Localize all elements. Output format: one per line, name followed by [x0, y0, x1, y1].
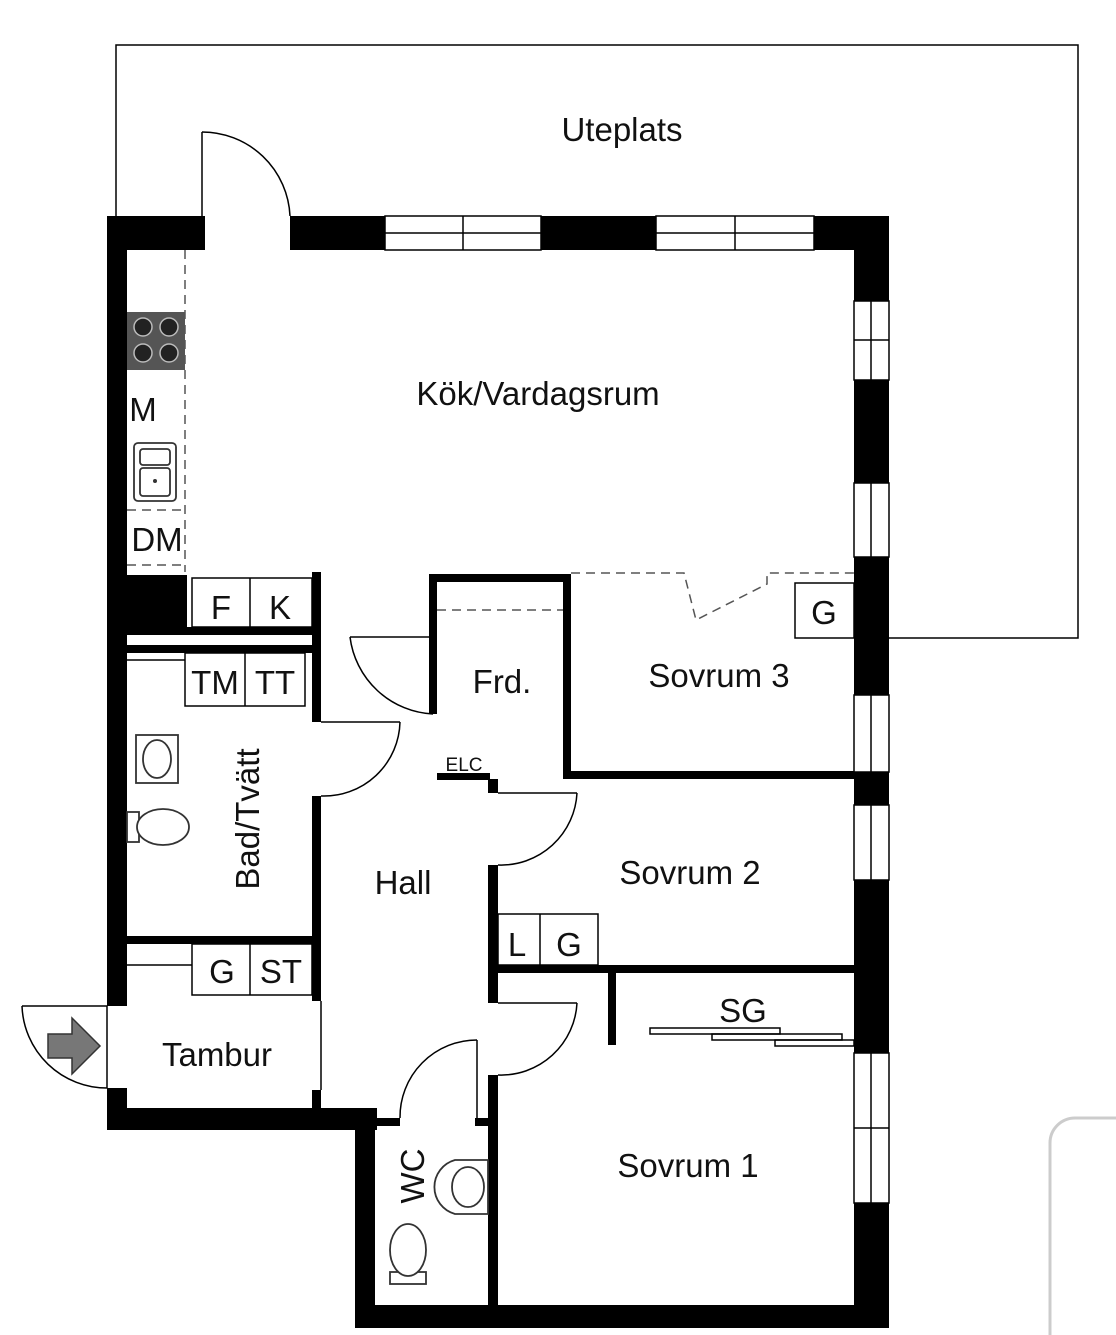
fixture-label-wardrobe-bedroom-2: G [556, 926, 582, 963]
fixture-label-linen: L [508, 926, 526, 963]
wc-sink-icon [433, 1159, 489, 1215]
room-label-wc: WC [394, 1149, 431, 1204]
room-label-bedroom-1: Sovrum 1 [617, 1147, 758, 1184]
room-label-patio: Uteplats [561, 111, 682, 148]
room-label-bath: Bad/Tvätt [229, 748, 266, 889]
fixture-label-fridge: F [211, 589, 231, 626]
room-label-bedroom-3: Sovrum 3 [648, 657, 789, 694]
interior-walls [127, 572, 854, 1305]
fixture-label-wardrobe-bedroom-3: G [811, 594, 837, 631]
patio-outline [115, 44, 1079, 639]
fixture-label-dishwasher: DM [131, 521, 182, 558]
room-label-bedroom-2: Sovrum 2 [619, 854, 760, 891]
outer-walls [107, 216, 889, 1328]
fixture-label-cleaning-cabinet: ST [260, 953, 302, 990]
room-label-kitchen-living: Kök/Vardagsrum [416, 375, 659, 412]
room-label-hall: Hall [375, 864, 432, 901]
fixture-label-wardrobe-entry: G [209, 953, 235, 990]
fixture-label-electric-panel: ELC [446, 755, 483, 776]
bathroom-sink-icon [135, 734, 179, 784]
doors [21, 131, 578, 1119]
entrance-arrow-icon [47, 1016, 102, 1076]
toilet-icon [126, 808, 190, 846]
kitchen-sink-icon [133, 442, 177, 502]
fixture-label-sliding-wardrobe: SG [719, 992, 767, 1029]
windows [384, 215, 890, 1204]
stove-icon [127, 312, 185, 370]
dashed-lines [127, 250, 854, 622]
fixture-label-microwave: M [129, 391, 157, 428]
fixture-label-washer: TM [191, 664, 239, 701]
fixture-label-dryer: TT [255, 664, 295, 701]
fixture-label-freezer: K [269, 589, 291, 626]
scroll-corner-fragment [1048, 1116, 1116, 1335]
wc-toilet-icon [389, 1223, 427, 1285]
room-label-entry: Tambur [162, 1036, 272, 1073]
room-label-storage: Frd. [473, 663, 532, 700]
cabinets [127, 577, 855, 1047]
